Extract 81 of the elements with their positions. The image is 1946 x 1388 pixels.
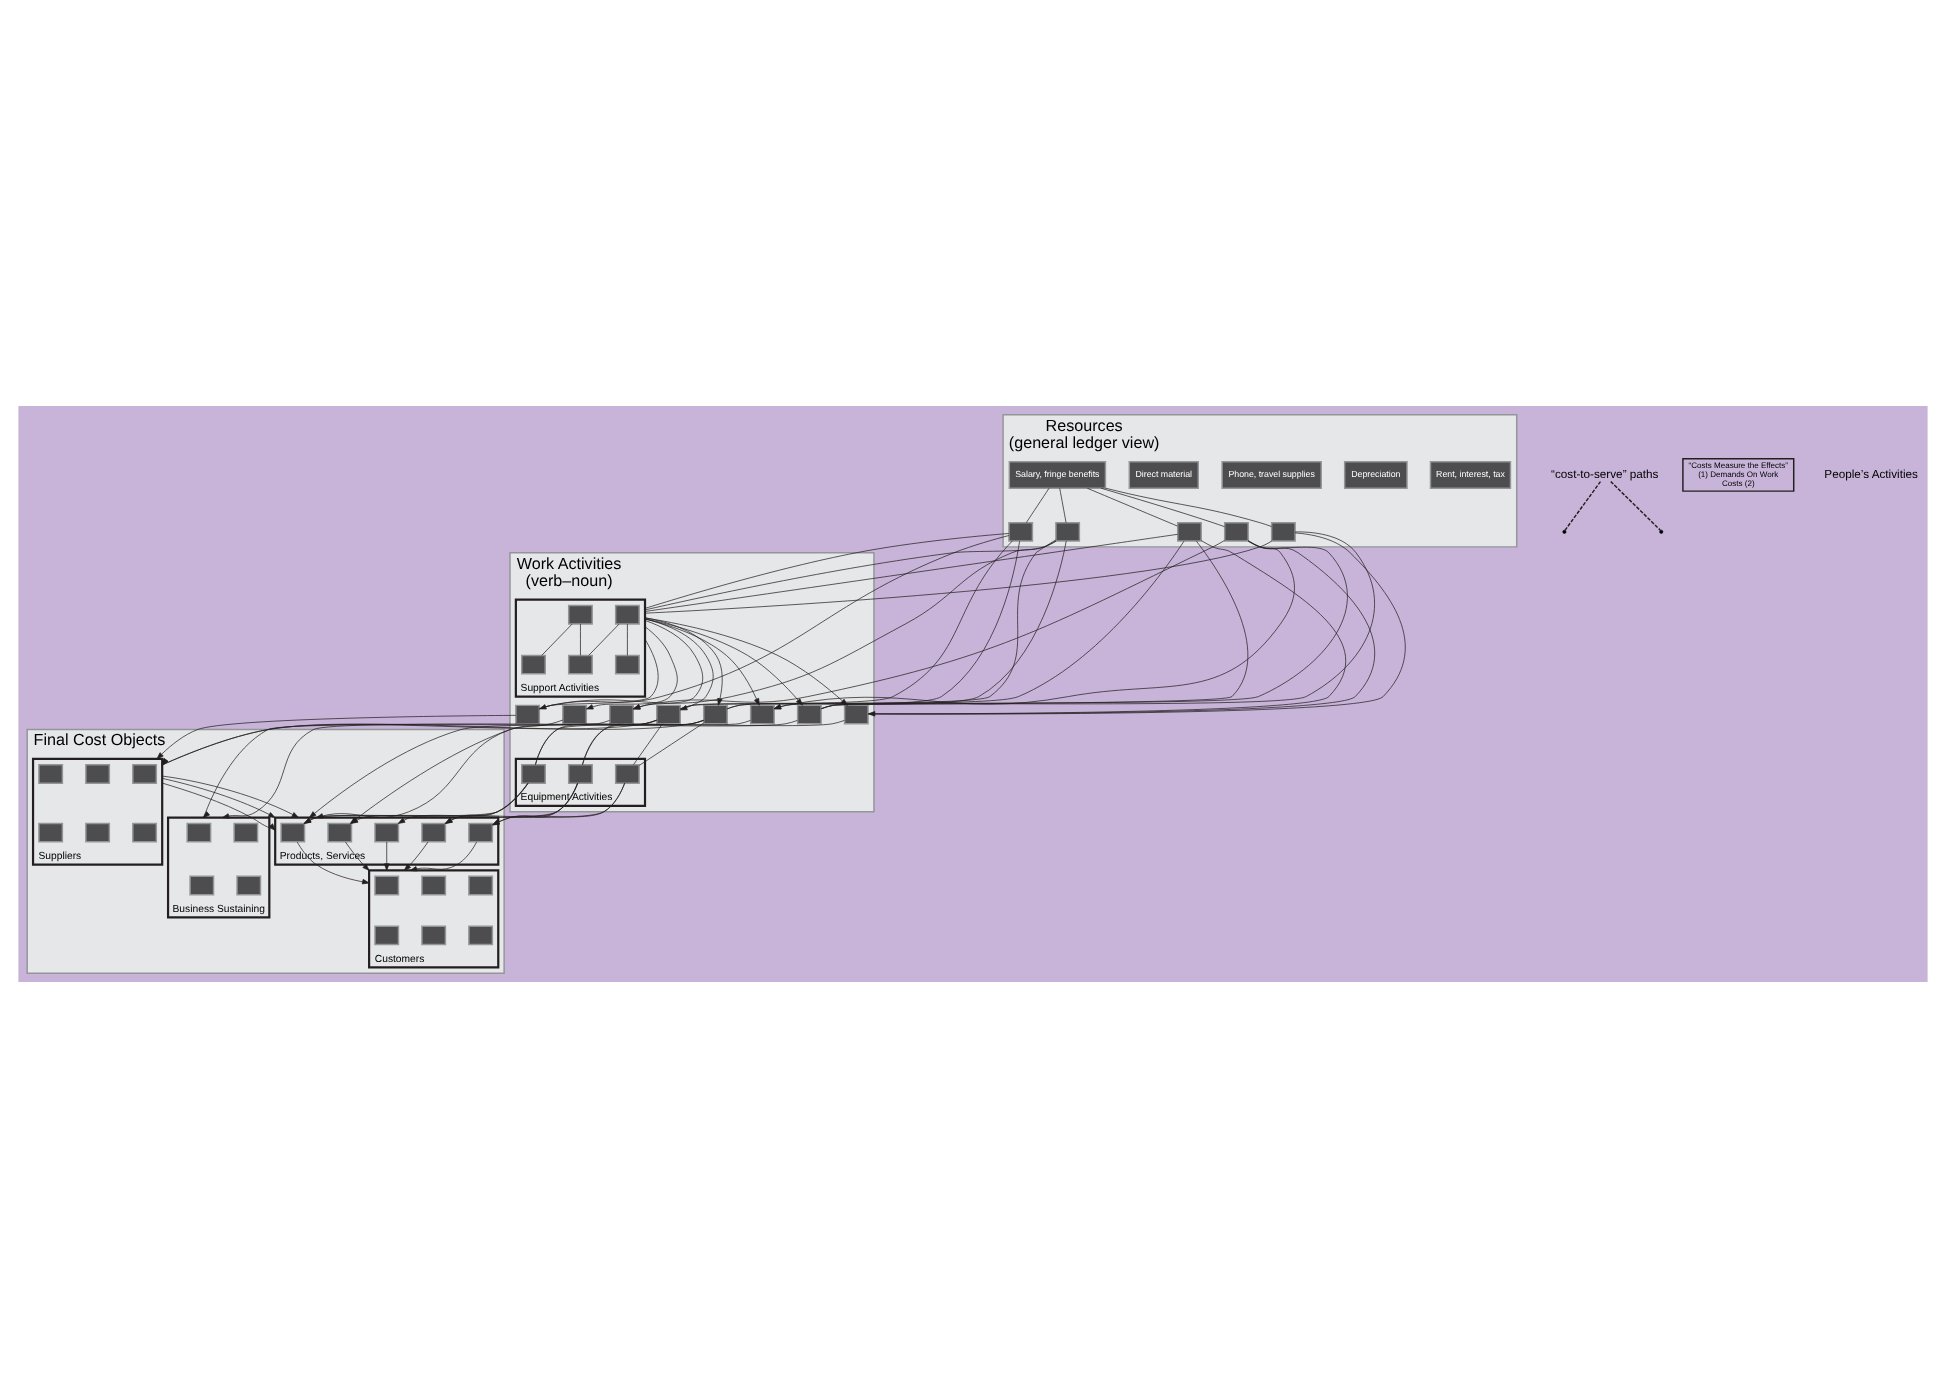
node-box [843, 704, 869, 725]
connector [627, 623, 628, 656]
connector [644, 540, 1273, 614]
arrow [161, 778, 276, 818]
node-box [38, 764, 64, 784]
node-box [421, 875, 447, 896]
arrow [161, 782, 276, 831]
connector [1610, 480, 1662, 531]
connector [535, 719, 705, 766]
node-box [521, 764, 546, 784]
node-box [1177, 521, 1202, 542]
node-box [567, 764, 593, 784]
arrow [161, 775, 300, 818]
node-box [1008, 521, 1034, 542]
node-box [132, 764, 158, 784]
node-box [614, 604, 640, 625]
connector [644, 533, 1010, 609]
connector [1100, 487, 1225, 528]
arrow [384, 841, 390, 871]
arrow [586, 626, 678, 710]
arrow [632, 540, 1225, 710]
connector [1087, 487, 1178, 527]
node-box [796, 704, 822, 725]
connector [580, 623, 581, 656]
node-box [280, 822, 306, 843]
arrow [296, 841, 370, 885]
arrow [539, 638, 659, 710]
connector [1059, 487, 1067, 523]
node-box [374, 925, 400, 946]
node-box [656, 704, 681, 725]
node-box [614, 654, 640, 675]
node-box [468, 925, 494, 946]
connector [1564, 480, 1602, 531]
arrow [773, 540, 1295, 710]
arrow [345, 841, 370, 871]
node-box [609, 704, 634, 725]
node-box [515, 704, 541, 725]
node-box [374, 875, 400, 896]
connector [1105, 487, 1272, 527]
arrow [773, 540, 1185, 710]
connector [582, 719, 705, 765]
node-box [132, 822, 158, 843]
node-box [421, 925, 447, 946]
node-box [374, 822, 400, 843]
connector [582, 719, 658, 765]
node-box [521, 654, 546, 675]
node-box [468, 875, 494, 896]
arrow [644, 618, 760, 706]
node-box [85, 822, 111, 843]
node-box [1055, 521, 1081, 542]
node-box [233, 822, 259, 843]
arrow [409, 841, 477, 872]
node-box [189, 875, 215, 896]
connector [639, 722, 704, 766]
node-box [468, 822, 494, 843]
node-box [749, 704, 775, 725]
node-box [1223, 521, 1249, 542]
node-box [38, 822, 64, 843]
connector [644, 533, 1178, 612]
node-box [421, 822, 447, 843]
arrow [644, 617, 848, 706]
arrow [492, 783, 578, 826]
node-box [702, 704, 728, 725]
arrow [403, 841, 429, 871]
connector [541, 623, 573, 656]
node-box [614, 764, 640, 784]
node-box [236, 875, 262, 896]
connector [588, 623, 620, 656]
connector [644, 540, 1057, 611]
node-box [1270, 521, 1296, 542]
node-box [567, 654, 593, 675]
node-box [186, 822, 212, 843]
node-box [327, 822, 353, 843]
connector [1026, 487, 1050, 523]
node-box [85, 764, 111, 784]
connector [633, 723, 663, 766]
node-box [567, 604, 593, 625]
arrow [633, 620, 704, 710]
node-box [562, 704, 588, 725]
arrow [156, 715, 517, 760]
arrow [644, 618, 803, 706]
